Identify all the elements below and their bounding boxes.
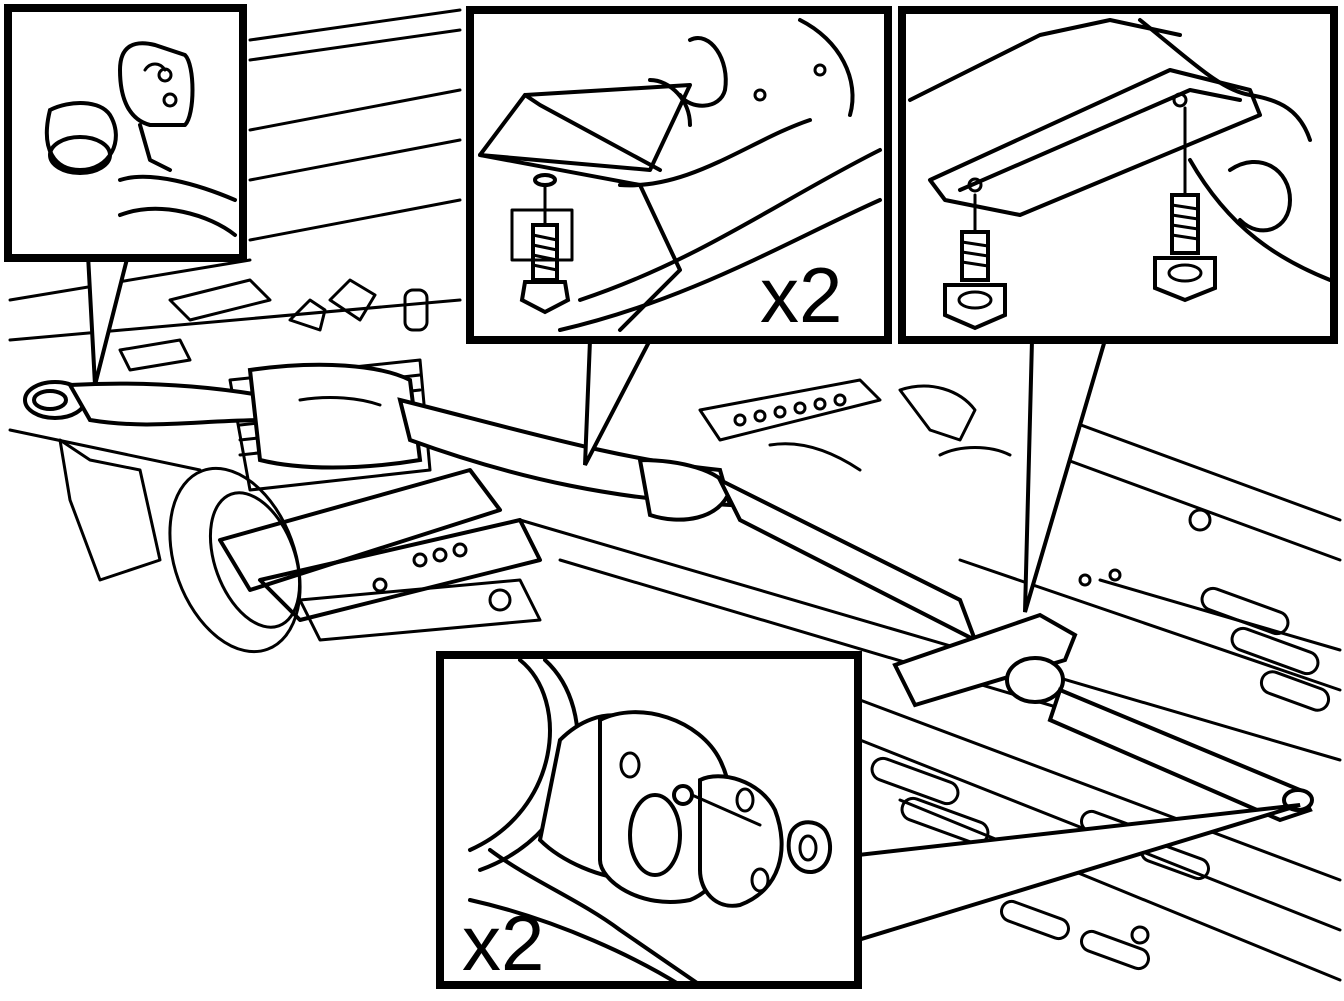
inset-rear-hanger [4, 4, 247, 262]
exhaust-system [23, 362, 1314, 823]
inset-rear-crossmember [898, 6, 1338, 344]
quantity-label-center: x2 [760, 251, 842, 339]
inset-front-flange: x2 [436, 651, 862, 989]
underbody-floor [8, 8, 1342, 982]
inset-center-bracket: x2 [466, 6, 892, 344]
quantity-label-front: x2 [462, 899, 544, 987]
